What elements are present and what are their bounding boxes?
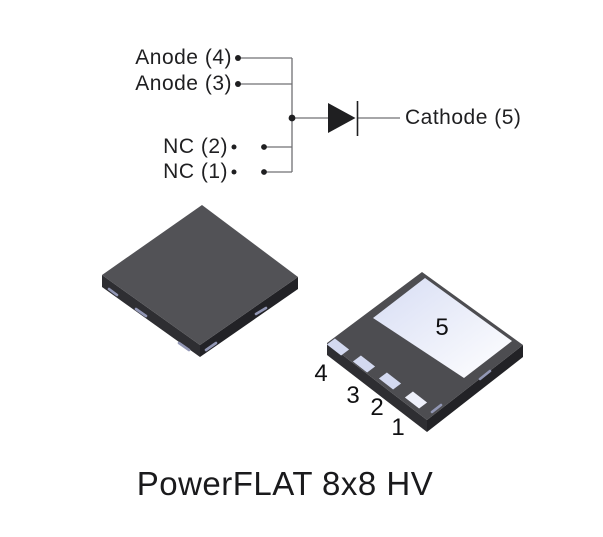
top-view-top-face [102,205,298,345]
top-view-side-left [102,275,200,357]
cathode-thermal-pad-5 [373,278,512,378]
pad-edge-mark [177,341,191,352]
pin-number-2: 2 [370,394,384,421]
pad-pin-2 [378,372,402,390]
pin-label-nc-1: NC (1) [163,160,228,183]
pin-number-5: 5 [435,314,449,341]
package-top-view [102,205,298,357]
pad-edge-mark [134,307,148,318]
nc1-label-dot [231,169,237,175]
bottom-view-side-right [427,345,523,432]
pin-number-1: 1 [391,414,405,441]
pad-pin-4 [326,338,350,356]
pad-edge-mark [254,306,268,316]
nc2-label-dot [231,144,237,150]
anode3-terminal-dot [235,81,241,87]
bus-junction-dot [288,114,296,122]
nc2-stub-dot [261,144,267,150]
pad-pin-1 [404,391,428,409]
pin-number-4: 4 [314,360,328,387]
anode4-terminal-dot [235,55,241,61]
bottom-view-side-left [327,343,427,432]
schematic-drawing [231,55,400,175]
pad-edge-mark [204,341,218,352]
pad-edge-mark [107,287,119,297]
nc1-stub-dot [261,169,267,175]
pin-label-cathode-5: Cathode (5) [405,106,522,129]
pin-label-anode-4: Anode (4) [135,46,232,69]
top-view-side-right [200,277,298,357]
package-bottom-view [326,272,523,432]
pin-label-nc-2: NC (2) [163,135,228,158]
pin-label-anode-3: Anode (3) [135,72,232,95]
pin-number-3: 3 [346,382,360,409]
figure-title: PowerFLAT 8x8 HV [136,465,434,502]
pad-edge-mark [478,369,492,381]
diode-triangle [328,103,356,133]
pad-edge-mark [430,403,443,414]
pad-pin-3 [352,355,376,373]
